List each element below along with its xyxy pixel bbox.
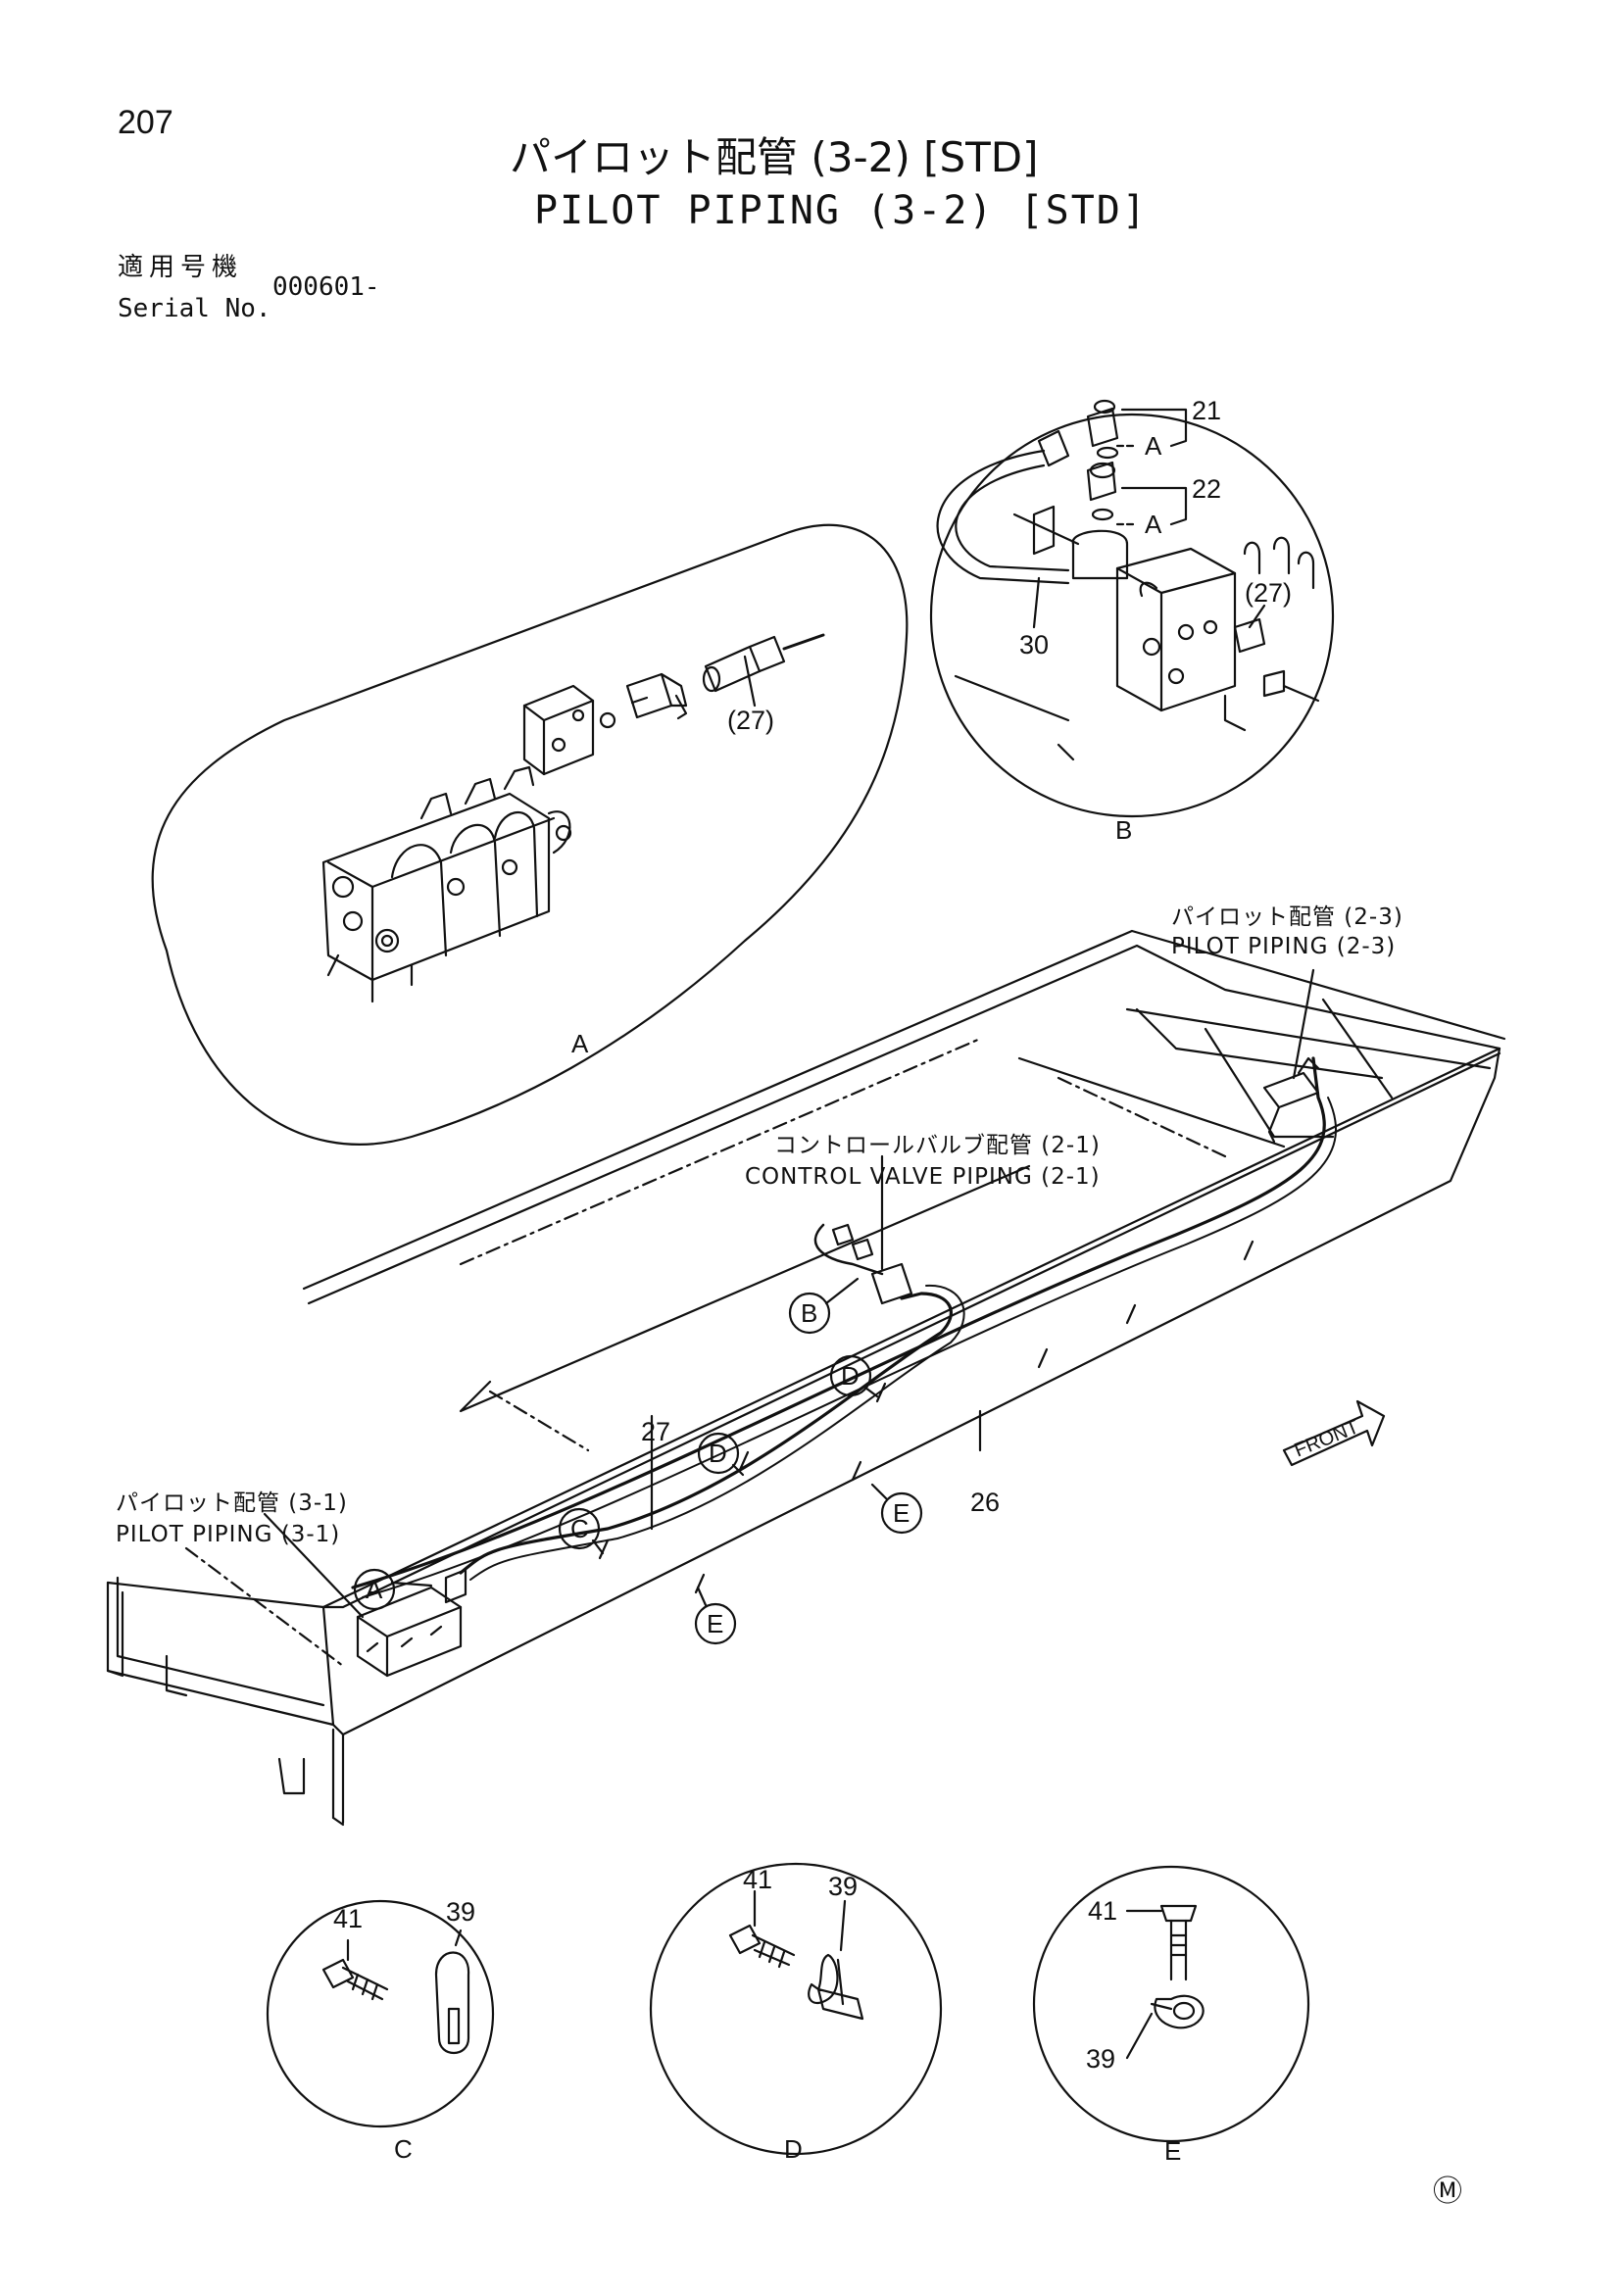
callout-circles: [353, 1292, 923, 1645]
part-number-21: 21: [1192, 396, 1222, 425]
detail-label-b: B: [1115, 815, 1133, 845]
pipe-27-inner: [469, 1284, 965, 1581]
pipe-27: [459, 1292, 953, 1575]
serial-number-value: 000601-: [272, 272, 380, 302]
main-frame: [106, 929, 1506, 1827]
detail-e-contents: [1125, 1904, 1205, 2060]
control-valve-block: [321, 765, 572, 1003]
callout-letter-a: A: [366, 1575, 383, 1604]
callout-letter-e-1: E: [893, 1498, 910, 1528]
title-english: PILOT PIPING (3-2) [STD]: [534, 188, 1148, 233]
part-number-30: 30: [1019, 630, 1050, 659]
callout-letter-d-2: D: [841, 1361, 860, 1391]
pilot-valve-on-frame: [1262, 1056, 1320, 1144]
part-number-27: 27: [641, 1417, 671, 1446]
o-ring-a: [599, 711, 616, 729]
callout-pilot-piping-2-3-english: PILOT PIPING (2-3): [1171, 934, 1397, 959]
detail-d-circle: [649, 1862, 943, 2156]
pipe-26: [351, 1056, 1326, 1589]
detail-label-c: C: [394, 2134, 413, 2164]
part-number-39-detail-d: 39: [828, 1872, 859, 1901]
part-number-27-ref-detail-b: (27): [1245, 578, 1293, 608]
detail-label-a: A: [571, 1029, 589, 1058]
hose-fitting-a: [702, 635, 786, 693]
detail-label-d: D: [784, 2134, 803, 2164]
clamp-marks: [598, 1240, 1254, 1594]
detail-label-e: E: [1164, 2136, 1182, 2166]
pipe-30: [813, 1223, 884, 1276]
bracket-21: [1120, 408, 1188, 448]
detail-b-circle: [929, 413, 1335, 818]
detail-b-contents: [936, 399, 1320, 761]
leader-27-a: [743, 655, 757, 708]
callout-pilot-piping-3-1-english: PILOT PIPING (3-1): [116, 1522, 341, 1547]
detail-c-contents: [321, 1929, 470, 2054]
bracket-22: [1120, 486, 1188, 526]
part-number-27-ref-detail-a: (27): [727, 706, 775, 735]
callout-pilot-piping-3-1-japanese: パイロット配管 (3-1): [116, 1490, 348, 1516]
callout-control-valve-piping-japanese: コントロールバルブ配管 (2-1): [774, 1133, 1101, 1158]
elbow-fitting-a: [625, 672, 688, 720]
detail-b-ref-a-21: A: [1145, 431, 1162, 461]
part-number-41-detail-d: 41: [743, 1865, 773, 1894]
page-number: 207: [118, 104, 173, 141]
part-number-26: 26: [970, 1488, 1001, 1517]
callout-pilot-piping-2-3-japanese: パイロット配管 (2-3): [1171, 904, 1403, 930]
detail-c-circle: [266, 1899, 495, 2128]
part-number-39-detail-c: 39: [446, 1897, 476, 1927]
front-arrow: [1282, 1399, 1386, 1467]
callout-letter-c: C: [570, 1514, 589, 1543]
detail-b-ref-a-22: A: [1145, 510, 1162, 539]
m-mark: Ⓜ: [1433, 2174, 1462, 2209]
part-number-39-detail-e: 39: [1086, 2044, 1116, 2074]
title-japanese: パイロット配管 (3-2) [STD]: [510, 133, 1039, 181]
callout-letter-b: B: [801, 1298, 818, 1328]
callout-letter-d-1: D: [709, 1439, 727, 1468]
part-number-22: 22: [1192, 474, 1222, 504]
pilot-block-a: [522, 684, 595, 776]
serial-label-english: Serial No.: [118, 294, 271, 323]
pipe-26-inner: [362, 1097, 1338, 1598]
part-number-41-detail-e: 41: [1088, 1896, 1118, 1926]
callout-leaders: [263, 968, 1315, 1619]
control-valve-on-frame: [356, 1568, 467, 1678]
pilot-block-on-frame: [831, 1223, 913, 1305]
detail-a-outline: [151, 523, 909, 1146]
detail-e-circle: [1032, 1865, 1310, 2143]
hose-27-a: [782, 633, 825, 651]
serial-label-japanese: 適用号機: [118, 253, 244, 282]
detail-d-contents: [728, 1889, 864, 2021]
leader-27-b: [1248, 604, 1266, 629]
callout-control-valve-piping-english: CONTROL VALVE PIPING (2-1): [745, 1164, 1101, 1190]
callout-letter-e-2: E: [707, 1609, 724, 1638]
part-number-41-detail-c: 41: [333, 1904, 364, 1933]
leader-30: [1032, 576, 1041, 629]
